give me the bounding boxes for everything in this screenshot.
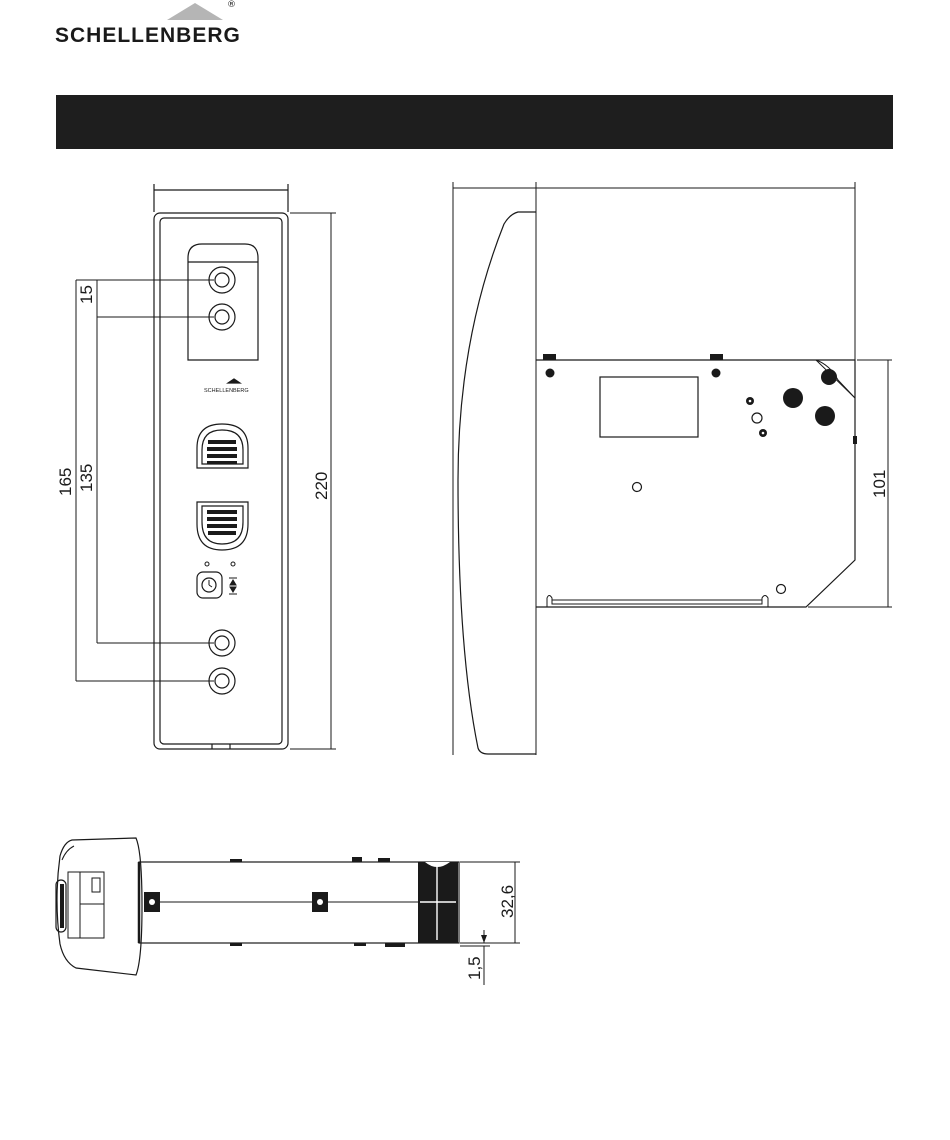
front-panel-inner <box>160 218 282 744</box>
bottom-view <box>56 838 520 985</box>
up-rocker-button <box>197 424 248 468</box>
up-down-arrow-icon <box>229 578 237 594</box>
down-rocker-button <box>197 502 248 550</box>
cover-end-profile <box>57 838 142 975</box>
panel-logo-text: SCHELLENBERG <box>204 388 249 394</box>
dimension-label-32-6: 32,6 <box>498 885 517 918</box>
side-view <box>453 182 892 755</box>
label-area <box>600 377 698 437</box>
dimension-label-220: 220 <box>312 472 331 500</box>
dimension-label-165: 165 <box>56 468 75 496</box>
dimension-label-1-5: 1,5 <box>465 956 484 980</box>
dimension-label-15: 15 <box>77 285 96 304</box>
dimension-label-135: 135 <box>77 464 96 492</box>
cover-profile <box>458 212 536 754</box>
housing-body <box>536 360 855 607</box>
front-view: SCHELLENBERG <box>76 184 336 749</box>
dimension-label-101: 101 <box>870 470 889 498</box>
